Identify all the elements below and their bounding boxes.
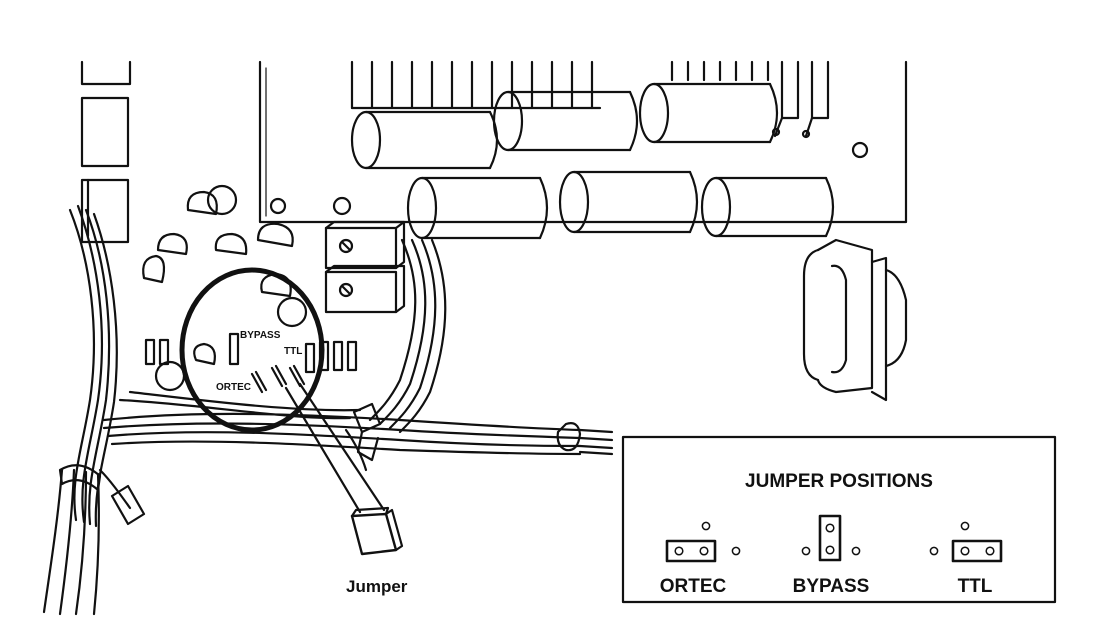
- capacitors: [269, 82, 835, 240]
- jumper-icon: [350, 506, 404, 556]
- callout: [179, 267, 386, 514]
- transformer: [802, 238, 908, 402]
- jumper-label: Jumper: [346, 577, 408, 596]
- trim-potentiometers: [324, 220, 406, 314]
- circle-label-ortec: ORTEC: [216, 382, 251, 393]
- position-label-ttl: TTL: [958, 576, 993, 597]
- circuit-board: [258, 60, 908, 224]
- position-label-bypass: BYPASS: [793, 576, 870, 597]
- circle-label-ttl: TTL: [284, 346, 302, 357]
- left-edge-components: [80, 60, 132, 244]
- wire-bundle: [42, 204, 614, 616]
- position-label-ortec: ORTEC: [660, 576, 727, 597]
- jumper-positions-panel: [621, 435, 1057, 604]
- transistors: [142, 184, 308, 328]
- circle-label-bypass: BYPASS: [240, 330, 281, 341]
- panel-title: JUMPER POSITIONS: [745, 471, 933, 492]
